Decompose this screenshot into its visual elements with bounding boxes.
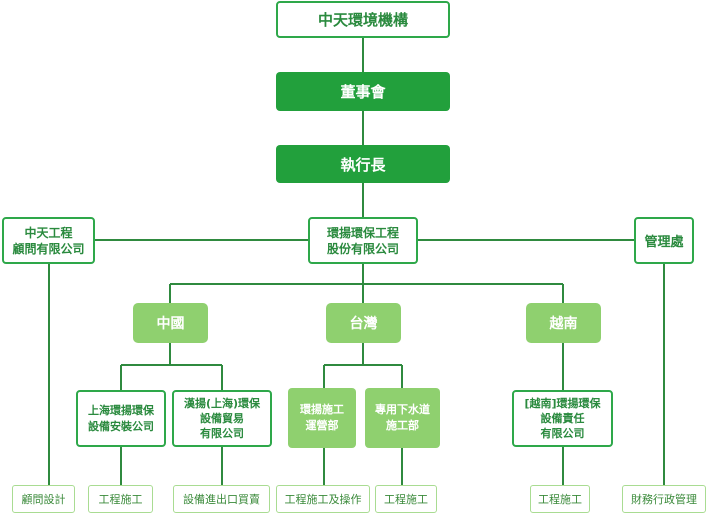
region-china-node: 中國 — [133, 303, 208, 343]
leaf-construction-1: 工程施工 — [88, 485, 153, 513]
root-node: 中天環境機構 — [276, 1, 450, 38]
region-taiwan-node: 台灣 — [326, 303, 401, 343]
vietnam-company-node: [越南]環揚環保 設備責任 有限公司 — [512, 390, 613, 447]
consult-company-node: 中天工程 顧問有限公司 — [2, 217, 95, 264]
leaf-finance: 財務行政管理 — [622, 485, 706, 513]
leaf-trade: 設備進出口買賣 — [173, 485, 270, 513]
main-company-node: 環揚環保工程 股份有限公司 — [308, 217, 418, 264]
mgmt-office-node: 管理處 — [634, 217, 694, 264]
hanyang-company-node: 漢揚(上海)環保 設備貿易 有限公司 — [172, 390, 272, 447]
shanghai-company-node: 上海環揚環保 設備安裝公司 — [76, 390, 166, 447]
ceo-node: 執行長 — [276, 145, 450, 183]
sewer-dept-node: 專用下水道 施工部 — [365, 388, 440, 448]
leaf-construction-2: 工程施工 — [375, 485, 437, 513]
board-node: 董事會 — [276, 72, 450, 111]
leaf-construction-3: 工程施工 — [530, 485, 590, 513]
construction-dept-node: 環揚施工 運營部 — [288, 388, 356, 448]
leaf-design: 顧問設計 — [12, 485, 75, 513]
leaf-construction-ops: 工程施工及操作 — [276, 485, 370, 513]
region-vietnam-node: 越南 — [526, 303, 601, 343]
